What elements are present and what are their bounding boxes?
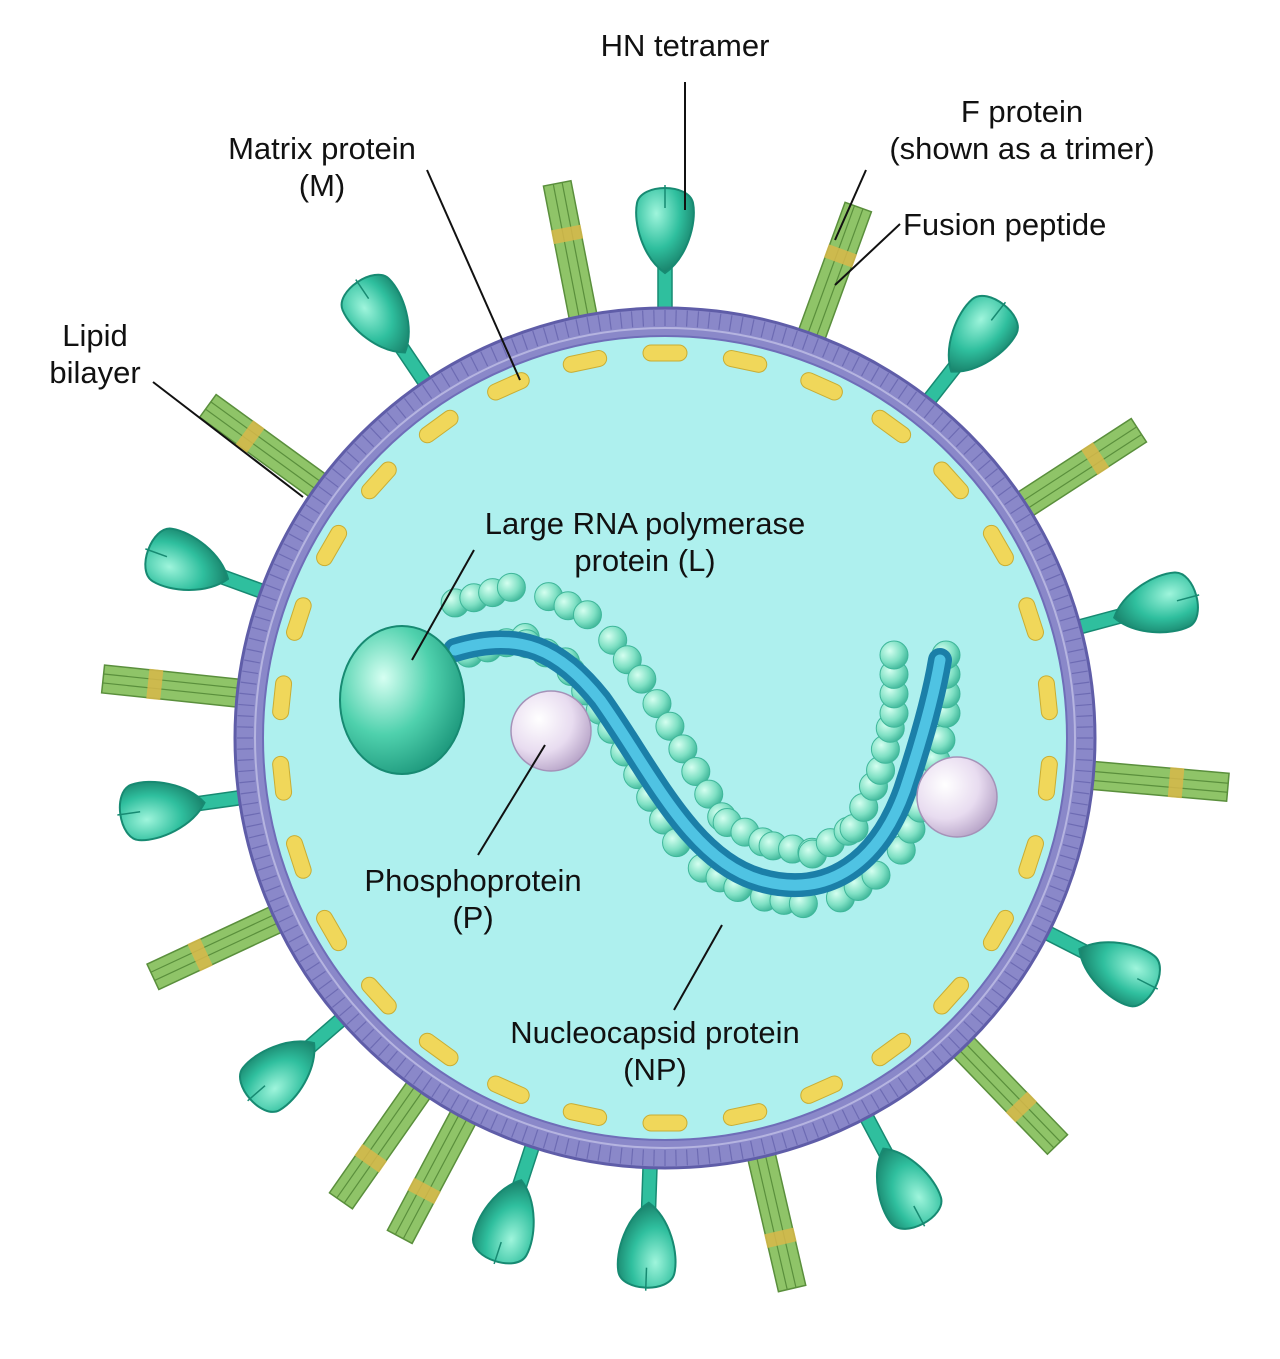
leader-matrix-protein [427,170,520,380]
label-matrix-protein-line1: Matrix protein [228,130,416,167]
bilayer-tick [1076,716,1092,717]
label-f-protein: F protein (shown as a trimer) [889,93,1154,167]
bilayer-tick [643,311,644,327]
label-nucleocapsid-protein-line2: (NP) [510,1051,800,1088]
label-lipid-bilayer: Lipid bilayer [49,317,140,391]
label-fusion-peptide: Fusion peptide [903,206,1106,243]
bilayer-tick [687,311,688,327]
label-nucleocapsid-protein-line1: Nucleocapsid protein [510,1014,800,1051]
matrix-protein-segment [643,1115,687,1131]
label-hn-tetramer: HN tetramer [601,27,770,64]
label-nucleocapsid-protein: Nucleocapsid protein (NP) [510,1014,800,1088]
f-spike [1072,759,1229,802]
bilayer-tick [643,1149,644,1165]
large-rna-polymerase-protein [340,626,464,774]
phosphoprotein-2 [917,757,997,837]
label-lipid-bilayer-line1: Lipid [49,317,140,354]
bilayer-tick [238,760,254,761]
bilayer-tick [238,716,254,717]
label-matrix-protein-line2: (M) [228,167,416,204]
leader-lipid-bilayer [153,382,303,497]
label-large-rna-polymerase-line1: Large RNA polymerase [485,505,806,542]
label-large-rna-polymerase: Large RNA polymerase protein (L) [485,505,806,579]
label-f-protein-line2: (shown as a trimer) [889,130,1154,167]
matrix-protein-segment [643,345,687,361]
label-lipid-bilayer-line2: bilayer [49,354,140,391]
phosphoprotein-1 [511,691,591,771]
bilayer-tick [1076,760,1092,761]
label-matrix-protein: Matrix protein (M) [228,130,416,204]
bilayer-tick [687,1149,688,1165]
label-f-protein-line1: F protein [889,93,1154,130]
label-phosphoprotein-line2: (P) [364,899,581,936]
label-phosphoprotein-line1: Phosphoprotein [364,862,581,899]
nucleocapsid-bead [628,665,656,693]
label-phosphoprotein: Phosphoprotein (P) [364,862,581,936]
nucleocapsid-bead [880,641,908,669]
nucleocapsid-bead [573,601,601,629]
label-large-rna-polymerase-line2: protein (L) [485,542,806,579]
